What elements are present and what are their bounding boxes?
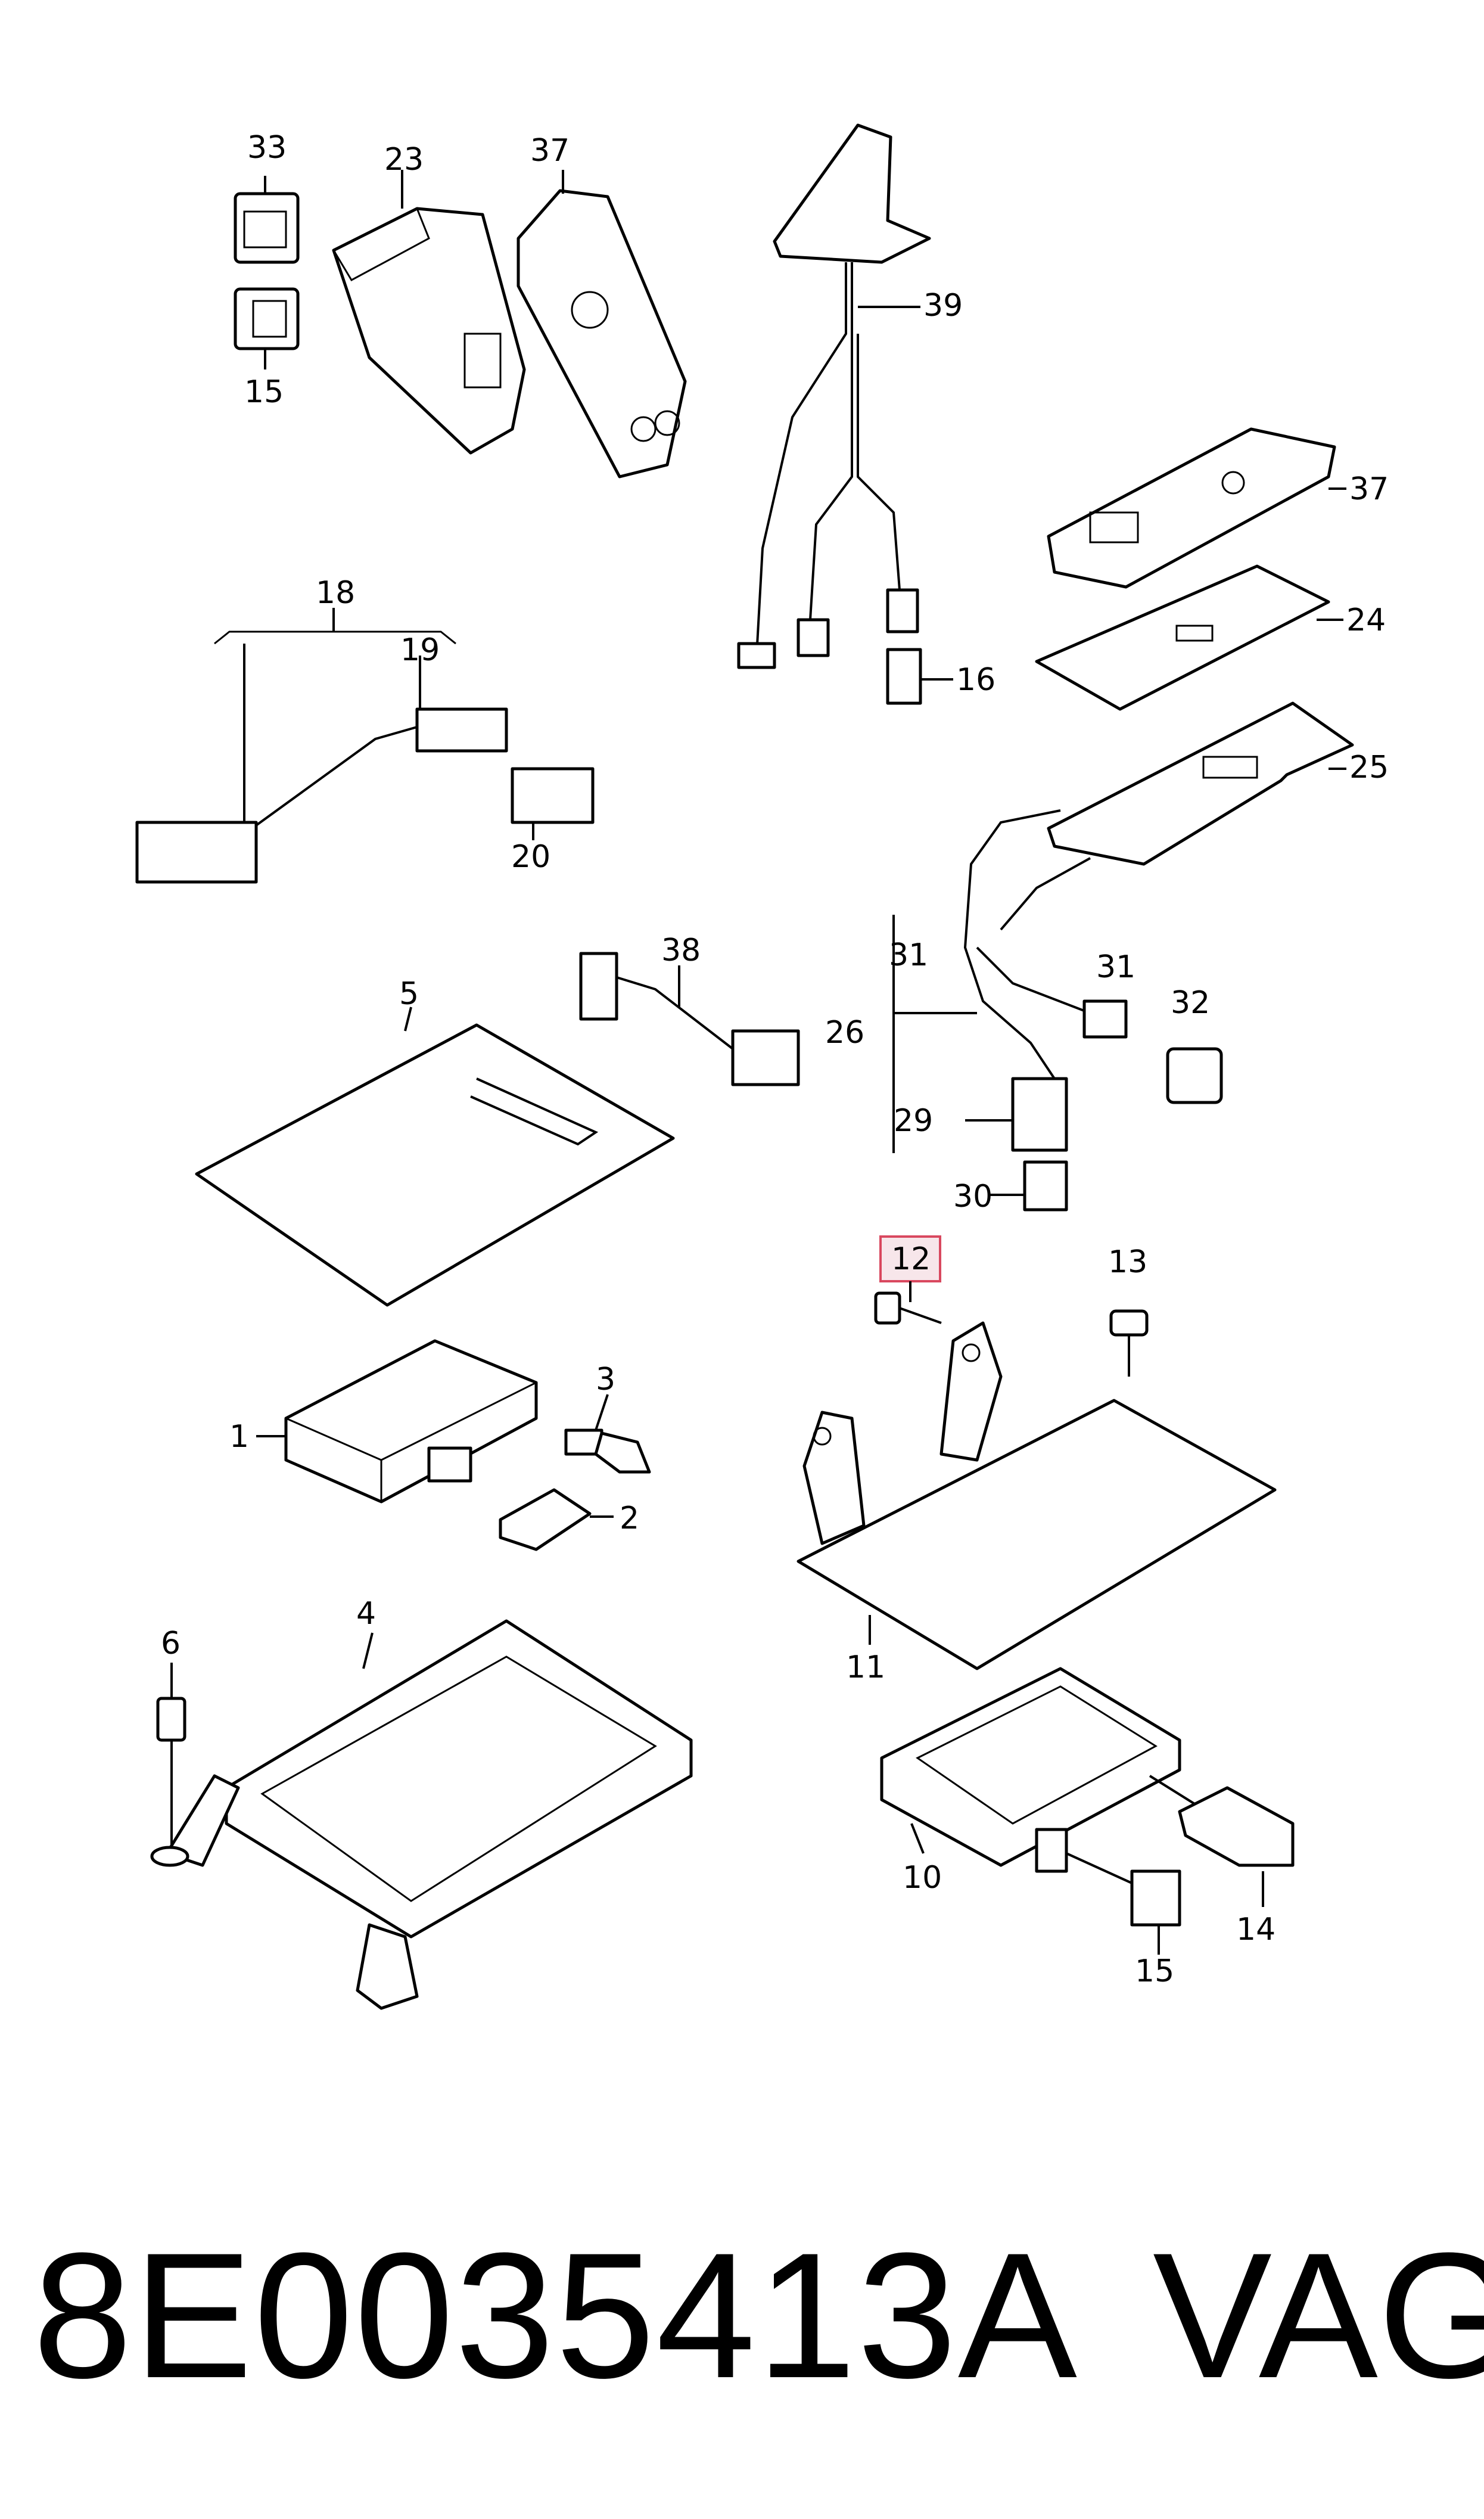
callout-16: 16 (956, 662, 995, 698)
callout-33: 33 (247, 130, 287, 166)
callout-6: 6 (161, 1626, 181, 1661)
callout-3: 3 (596, 1362, 615, 1397)
callout-25: 25 (1349, 750, 1389, 785)
footer-banner: 8E0035413A VAG (33, 2215, 1484, 2415)
callout-11: 11 (846, 1650, 885, 1685)
connector-3 (564, 1394, 651, 1474)
callout-39: 39 (923, 288, 963, 324)
callout-32: 32 (1171, 985, 1210, 1021)
callout-2: 2 (620, 1501, 639, 1536)
callout-19: 19 (400, 632, 440, 668)
callout-26: 26 (825, 1015, 864, 1051)
callout-29: 29 (894, 1103, 933, 1139)
base-plate-24 (1035, 564, 1343, 711)
callout-13: 13 (1108, 1244, 1147, 1280)
phone-adapter-37-right (1047, 427, 1346, 589)
cable-18 (135, 608, 508, 884)
callout-12: 12 (891, 1241, 931, 1277)
callout-5: 5 (399, 976, 419, 1012)
connector-15-top (234, 287, 300, 369)
connector-14 (1149, 1775, 1295, 1907)
brand-label: VAG (1153, 2215, 1484, 2415)
callout-37: 37 (530, 133, 570, 169)
screw-13 (1109, 1309, 1149, 1377)
roof-antenna-39 (737, 123, 931, 669)
wiring-harness-26 (892, 809, 1223, 1212)
highlight-box-12 (879, 1235, 941, 1282)
callout-18: 18 (316, 575, 355, 611)
callout-14: 14 (1236, 1912, 1275, 1948)
callout-15: 15 (244, 374, 284, 410)
callout-20: 20 (511, 839, 550, 875)
callout-31: 31 (889, 937, 928, 973)
connector-16 (886, 648, 953, 705)
callout-30: 30 (953, 1179, 993, 1215)
mounting-tray-4 (165, 1619, 693, 2010)
circuit-board-25 (1047, 701, 1354, 866)
callout-38: 38 (661, 933, 701, 968)
bolt-6 (150, 1663, 189, 1867)
connector-20 (511, 767, 595, 840)
phone-adapter-37-top (517, 170, 687, 479)
callout-24: 24 (1346, 602, 1386, 638)
cable-38 (579, 952, 800, 1086)
mounting-bracket-11 (797, 1321, 1277, 1670)
callout-1: 1 (229, 1419, 249, 1455)
callout-23: 23 (384, 142, 424, 178)
control-unit-1 (256, 1339, 538, 1504)
callout-31: 31 (1096, 949, 1135, 985)
control-unit-10 (880, 1667, 1181, 1867)
connector-2 (499, 1488, 614, 1551)
callout-4: 4 (356, 1596, 376, 1632)
callout-10: 10 (903, 1860, 942, 1896)
cover-5 (195, 1007, 675, 1307)
connector-33 (234, 176, 300, 264)
screw-12 (874, 1235, 942, 1325)
callout-15: 15 (1135, 1953, 1174, 1989)
callout-37: 37 (1349, 471, 1389, 507)
part-number: 8E0035413A (33, 2215, 1078, 2415)
connector-15-bottom (1035, 1828, 1181, 1955)
phone-holder-23 (332, 170, 526, 455)
